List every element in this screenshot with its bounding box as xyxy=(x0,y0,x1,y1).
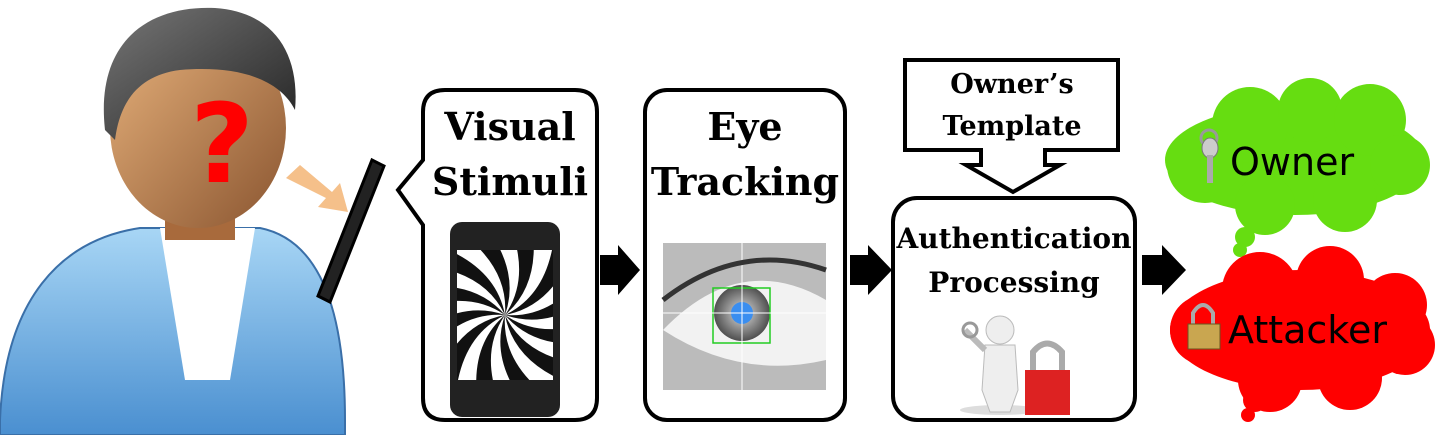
arrow-right-icon xyxy=(850,245,892,295)
spiral-segment xyxy=(505,250,534,315)
arrow-right-icon xyxy=(1142,245,1186,295)
phone-side-icon xyxy=(316,157,386,305)
outcome-owner-cloud: Owner xyxy=(1165,78,1430,257)
padlock-icon xyxy=(1187,303,1221,350)
step-title-line: Eye xyxy=(707,104,782,149)
spiral-segment xyxy=(505,315,553,376)
step-visual-stimuli: Visual Stimuli xyxy=(395,88,599,422)
spiral-segment xyxy=(476,315,505,380)
step-title-line: Tracking xyxy=(651,159,839,204)
step-title-line: Authentication xyxy=(896,222,1132,255)
step-title-line: Processing xyxy=(928,266,1099,299)
step-authentication-processing: Authentication Processing xyxy=(891,196,1137,422)
spiral-segment xyxy=(505,303,553,320)
spiral-segment xyxy=(505,315,553,343)
template-title-line: Template xyxy=(942,111,1081,142)
step-title-line: Stimuli xyxy=(432,159,588,204)
key-icon xyxy=(1199,128,1219,183)
outcome-attacker-cloud: Attacker xyxy=(1170,246,1435,422)
unknown-user-icon: ? xyxy=(0,7,346,435)
step-eye-tracking: Eye Tracking xyxy=(643,88,847,422)
owners-template: Owner’s Template xyxy=(903,58,1120,195)
arrow-right-icon xyxy=(600,245,640,295)
template-title-line: Owner’s xyxy=(950,69,1073,100)
gaze-arrow-icon xyxy=(286,165,348,212)
question-mark: ? xyxy=(190,80,254,208)
outcome-label: Attacker xyxy=(1228,308,1387,352)
spiral-segment xyxy=(505,250,553,315)
figure-with-key-and-lock-image xyxy=(960,315,1070,415)
outcome-label: Owner xyxy=(1230,140,1354,184)
smartphone-spiral-image xyxy=(450,222,560,417)
tracked-eye-image xyxy=(661,243,827,390)
spiral-segment xyxy=(500,315,530,380)
spiral-segment xyxy=(457,310,505,327)
step-title-line: Visual xyxy=(443,104,575,149)
spiral-segment xyxy=(457,287,505,315)
spiral-segment xyxy=(457,254,505,315)
spiral-segment xyxy=(480,250,510,315)
spiral-segment xyxy=(457,315,505,380)
